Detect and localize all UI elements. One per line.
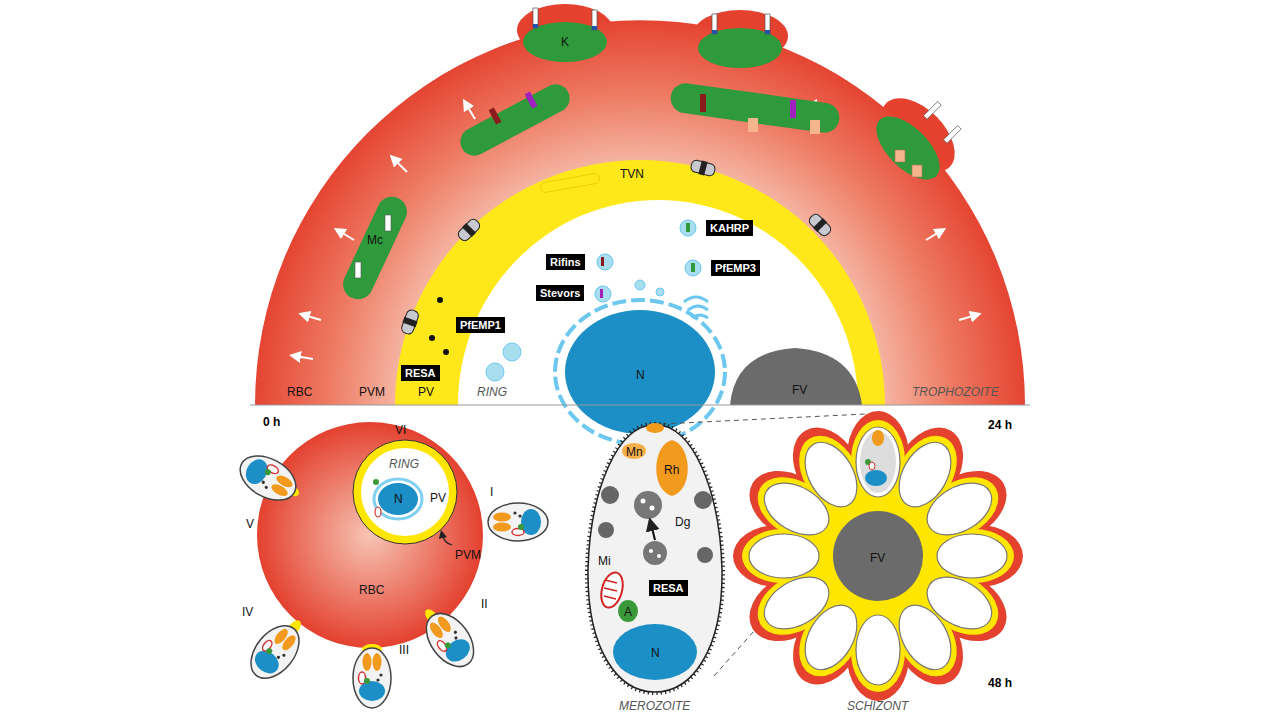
stage-label: RING: [477, 386, 507, 398]
tag-text: PfEMP3: [715, 262, 756, 274]
part-label: Rh: [664, 464, 679, 476]
part-label: Mi: [598, 555, 611, 567]
time-label: 0 h: [263, 416, 280, 428]
part-label: PV: [430, 492, 446, 504]
part-label: N: [636, 369, 645, 381]
part-label: N: [394, 493, 403, 505]
part-label: FV: [870, 552, 885, 564]
protein-tag: PfEMP1: [456, 317, 505, 333]
stage-label: SCHIZONT: [847, 700, 908, 712]
time-label: 48 h: [988, 677, 1012, 689]
part-label: IV: [242, 606, 253, 618]
tag-text: KAHRP: [710, 222, 749, 234]
protein-tag: Rifins: [546, 254, 585, 270]
stage-label: TROPHOZOITE: [912, 386, 999, 398]
part-label: II: [481, 598, 488, 610]
tag-text: Stevors: [540, 287, 580, 299]
protein-tag: PfEMP3: [711, 260, 760, 276]
part-label: Mc: [367, 234, 383, 246]
part-label: A: [624, 606, 632, 618]
stage-label: MEROZOITE: [619, 700, 690, 712]
part-label: III: [399, 644, 409, 656]
part-label: VI: [395, 424, 406, 436]
protein-tag: RESA: [401, 365, 440, 381]
tag-text: PfEMP1: [460, 319, 501, 331]
time-label: 24 h: [988, 419, 1012, 431]
part-label: PVM: [359, 386, 385, 398]
part-label: Dg: [675, 516, 690, 528]
part-label: N: [651, 647, 660, 659]
tag-text: RESA: [653, 582, 684, 594]
part-label: RBC: [287, 386, 312, 398]
part-label: RBC: [359, 584, 384, 596]
tag-text: Rifins: [550, 256, 581, 268]
part-label: PVM: [455, 549, 481, 561]
part-label: K: [561, 36, 569, 48]
part-label: TVN: [620, 168, 644, 180]
tag-text: RESA: [405, 367, 436, 379]
part-label: I: [490, 486, 493, 498]
protein-tag: Stevors: [536, 285, 584, 301]
stage-label: RING: [389, 458, 419, 470]
protein-tag: RESA: [649, 580, 688, 596]
part-label: V: [246, 518, 254, 530]
protein-tag: KAHRP: [706, 220, 753, 236]
part-label: PV: [418, 386, 434, 398]
part-label: Mn: [626, 446, 643, 458]
part-label: FV: [792, 384, 807, 396]
